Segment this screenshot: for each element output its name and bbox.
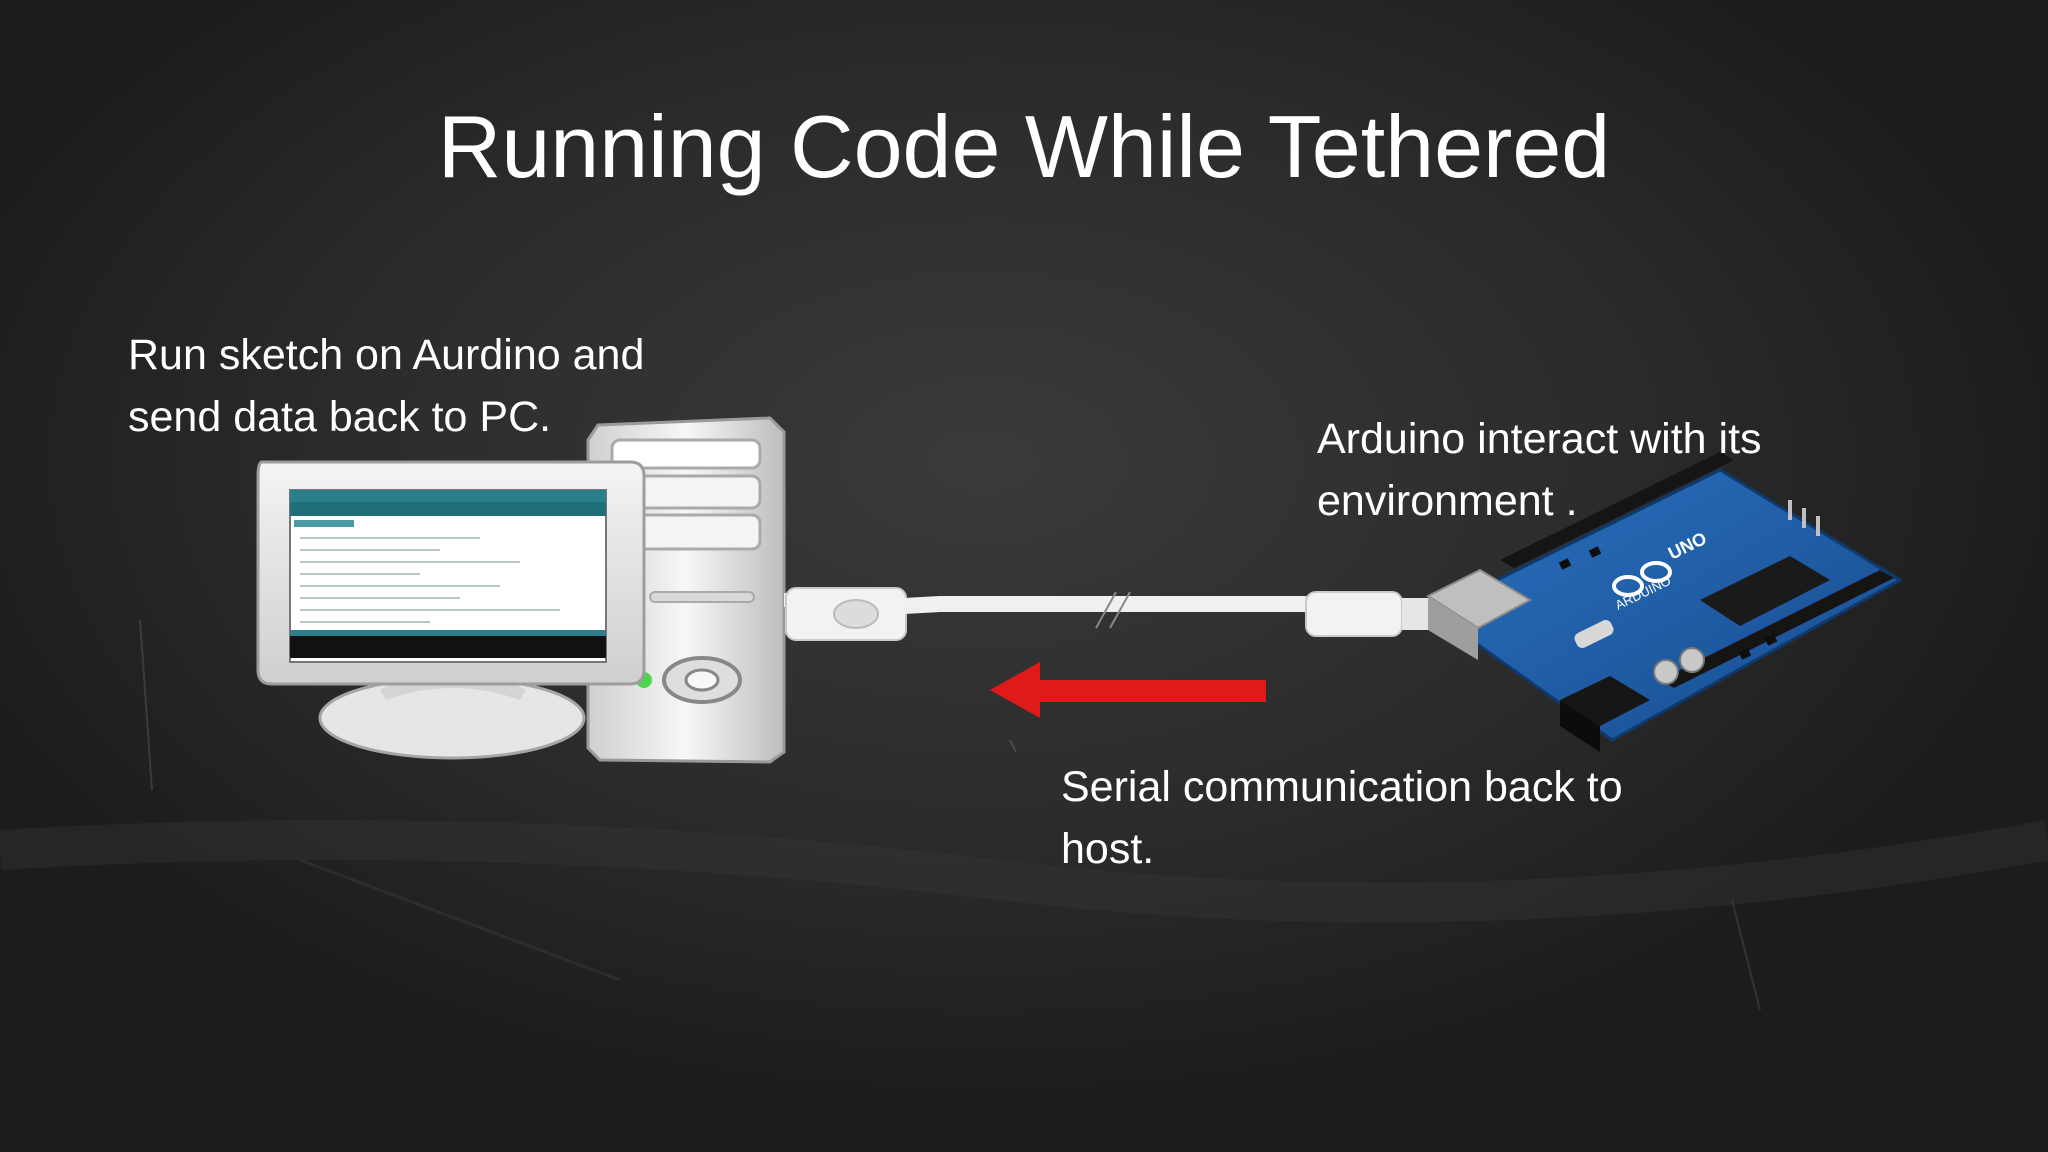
- serial-direction-arrow: [990, 662, 1266, 718]
- arduino-caption-line-1: Arduino interact with its: [1317, 415, 1762, 463]
- pc-monitor: [256, 460, 646, 760]
- slide-title: Running Code While Tethered: [437, 97, 1611, 196]
- serial-caption: Serial communication back to host.: [1061, 756, 1623, 880]
- arduino-caption: Arduino interact with its environment .: [1317, 408, 1762, 532]
- arduino-logo-icon: [1612, 561, 1672, 597]
- arduino-caption-line-2: environment .: [1317, 477, 1578, 525]
- pc-caption: Run sketch on Aurdino and send data back…: [128, 324, 644, 448]
- arduino-uno-board: ARDUINO UNO: [1425, 452, 1903, 752]
- pc-caption-line-1: Run sketch on Aurdino and: [128, 331, 645, 379]
- serial-caption-line-1: Serial communication back to: [1061, 763, 1623, 811]
- pc-caption-line-2: send data back to PC.: [128, 393, 552, 441]
- serial-caption-line-2: host.: [1061, 825, 1155, 873]
- usb-cable: [784, 587, 1430, 641]
